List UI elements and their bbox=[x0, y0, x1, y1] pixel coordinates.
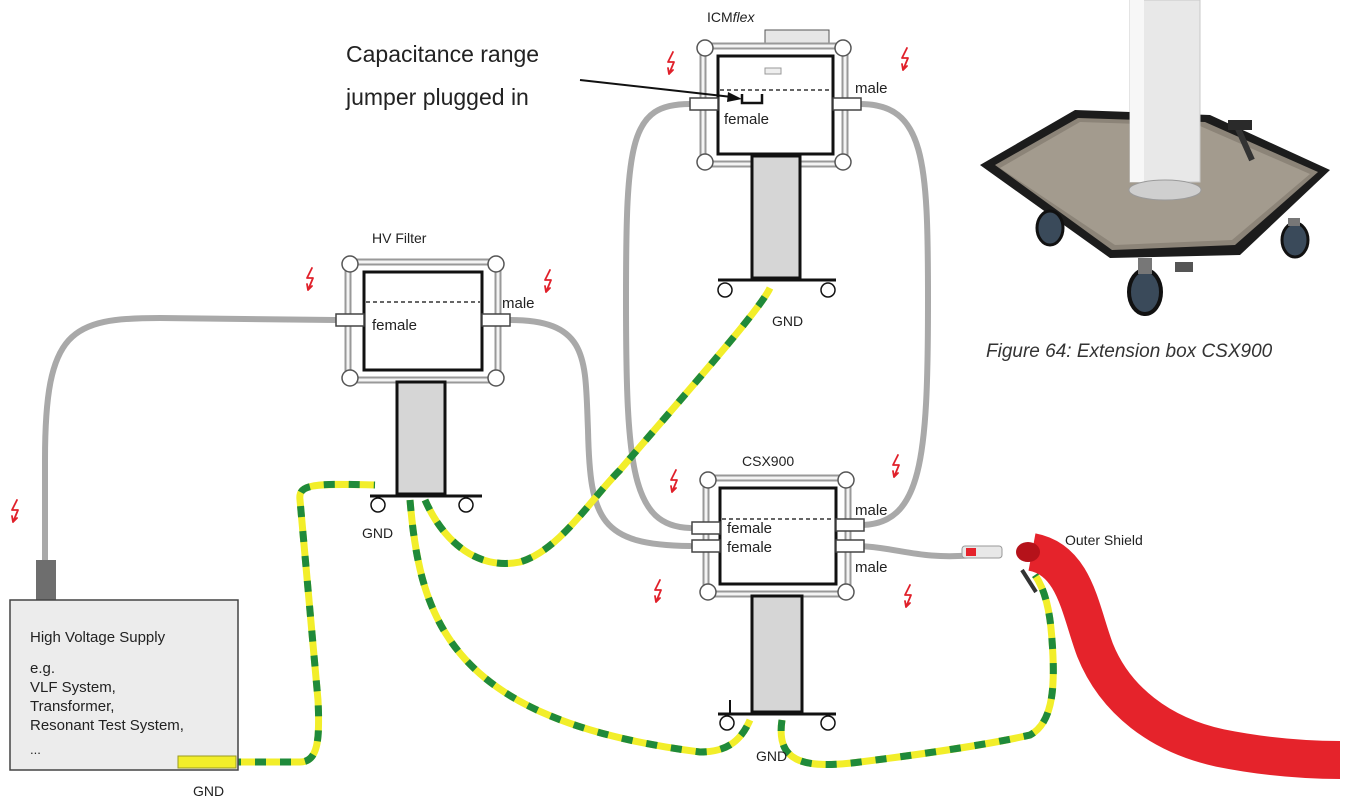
outer-shield-label: Outer Shield bbox=[1065, 532, 1143, 548]
annotation-line-1: Capacitance range bbox=[346, 41, 539, 67]
hv-filter-in-label: female bbox=[372, 317, 417, 334]
icm-title: ICMflex bbox=[707, 9, 755, 25]
annotation-line-2: jumper plugged in bbox=[345, 84, 529, 110]
csx-gnd-label: GND bbox=[756, 748, 787, 764]
supply-title: High Voltage Supply bbox=[30, 629, 166, 646]
csx900-photo: Figure 64: Extension box CSX900 bbox=[980, 0, 1330, 362]
hv-filter-title: HV Filter bbox=[372, 230, 427, 246]
icm-gnd-label: GND bbox=[772, 313, 803, 329]
icm-flex-device: ICMflex female male GND bbox=[689, 9, 888, 329]
caster-wheel-icon bbox=[1035, 209, 1310, 316]
connector-icon bbox=[335, 313, 511, 327]
icm-title-prefix: ICM bbox=[707, 9, 733, 25]
csx-title: CSX900 bbox=[742, 453, 794, 469]
supply-line-eg: e.g. bbox=[30, 660, 55, 677]
hv-filter-out-label: male bbox=[502, 295, 535, 312]
ground-cables bbox=[180, 286, 1057, 768]
supply-line-ellipsis: ... bbox=[30, 742, 41, 757]
csx900-device: CSX900 female female male male GND bbox=[691, 453, 888, 764]
csx-in-label-1: female bbox=[727, 520, 772, 537]
hv-filter-device: HV Filter female male GND bbox=[335, 230, 535, 541]
icm-out-label: male bbox=[855, 80, 888, 97]
supply-line-vlf: VLF System, bbox=[30, 679, 116, 696]
csx-out-label-1: male bbox=[855, 502, 888, 519]
photo-caption: Figure 64: Extension box CSX900 bbox=[986, 341, 1273, 362]
hv-cables bbox=[42, 101, 978, 563]
annotation-arrow bbox=[579, 79, 742, 102]
connector-icon bbox=[691, 518, 865, 553]
connector-icon bbox=[689, 97, 862, 111]
jumper-icon bbox=[740, 94, 764, 105]
supply-line-transformer: Transformer, bbox=[30, 698, 114, 715]
hv-filter-gnd-label: GND bbox=[362, 525, 393, 541]
csx-in-label-2: female bbox=[727, 539, 772, 556]
supply-line-resonant: Resonant Test System, bbox=[30, 717, 184, 734]
supply-gnd-label: GND bbox=[193, 783, 224, 798]
icm-title-suffix: flex bbox=[733, 9, 756, 25]
icm-in-label: female bbox=[724, 111, 769, 128]
hv-supply: High Voltage Supply e.g. VLF System, Tra… bbox=[9, 560, 239, 798]
csx-out-label-2: male bbox=[855, 559, 888, 576]
red-cable bbox=[961, 533, 1341, 779]
